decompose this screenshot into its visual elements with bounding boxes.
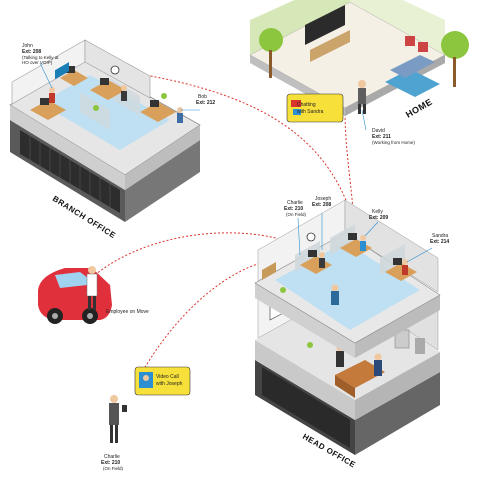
label-pointers: [39, 62, 433, 263]
david-ext: Ext: 211: [372, 134, 391, 140]
david-name: David: [372, 128, 385, 134]
sandra-ext: Ext: 214: [430, 239, 449, 245]
charlie-bottom-ext: Ext: 210: [101, 460, 120, 466]
charlie-bottom-name: Charlie: [104, 454, 120, 460]
joseph-ext: Ext: 208: [312, 202, 331, 208]
car: [38, 266, 112, 324]
bob-name: Bob: [198, 94, 207, 100]
charlie-top-ext: Ext: 210: [284, 206, 303, 212]
employee-on-move-label: Employee on Move: [106, 309, 149, 315]
charlie-bottom-note: (On Field): [103, 466, 124, 471]
john-name: John: [22, 43, 33, 49]
charlie-top-name: Charlie: [287, 200, 303, 206]
chat-bubble-line-2: with Sandra: [297, 109, 324, 115]
home: [249, 0, 469, 123]
head-office: [254, 199, 441, 455]
john-note-1: (Talking to Kelly at: [22, 55, 59, 60]
video-bubble-line-1: Video Call: [156, 374, 179, 380]
sandra-name: Sandra: [432, 233, 448, 239]
video-bubble-line-2: with Joseph: [156, 381, 183, 387]
field-person: [109, 366, 191, 443]
home-title: HOME: [404, 97, 434, 120]
john-note-2: HO over VOIP): [22, 60, 53, 65]
chat-bubble-line-1: Chatting: [297, 102, 316, 108]
john-ext: Ext: 208: [22, 49, 41, 55]
kelly-name: Kelly: [372, 209, 383, 215]
david-note: (Working from Home): [372, 140, 415, 145]
bob-ext: Ext: 212: [196, 100, 215, 106]
kelly-ext: Ext: 209: [369, 215, 388, 221]
charlie-top-note: (On Field): [286, 212, 307, 217]
branch-office: [9, 39, 201, 222]
joseph-name: Joseph: [315, 196, 331, 202]
